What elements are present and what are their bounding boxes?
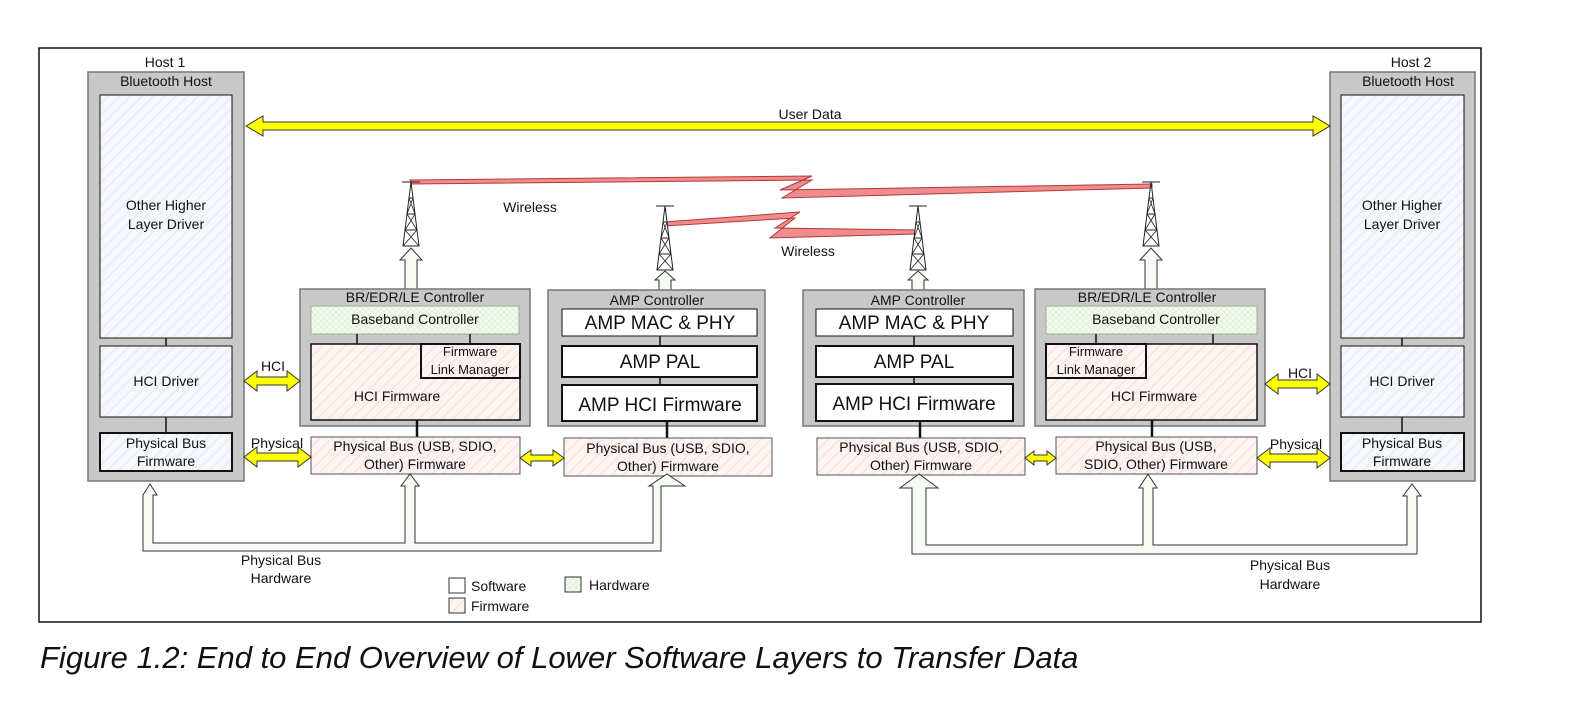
antenna-link-arrow bbox=[906, 270, 930, 292]
host1-hci-driver-label: HCI Driver bbox=[133, 373, 199, 389]
host1-bus-line1: Physical Bus bbox=[126, 435, 206, 451]
legend-software-swatch bbox=[448, 577, 466, 594]
hci-arrow-left bbox=[243, 369, 301, 393]
bredr-left-bus-line1: Physical Bus (USB, SDIO, bbox=[333, 438, 496, 454]
amp-right-title: AMP Controller bbox=[871, 292, 966, 308]
bredr-left-physical-bus bbox=[310, 436, 521, 475]
antenna-tower-icon bbox=[908, 205, 928, 271]
legend-firmware-swatch bbox=[448, 597, 466, 614]
physical-bus-hardware-left bbox=[142, 473, 687, 552]
physical-arrow-left bbox=[243, 445, 312, 469]
host1-title: Bluetooth Host bbox=[120, 73, 212, 89]
amp-left-mac-phy-label: AMP MAC & PHY bbox=[585, 313, 736, 334]
bredr-right-bus-line2: SDIO, Other) Firmware bbox=[1084, 456, 1228, 472]
host1-other-line2: Layer Driver bbox=[128, 216, 205, 232]
bredr-left-title: BR/EDR/LE Controller bbox=[346, 289, 485, 305]
physical-bus-hardware-right bbox=[898, 473, 1422, 555]
legend: Software Firmware Hardware bbox=[448, 576, 650, 614]
amp-left-physical-bus bbox=[563, 437, 773, 477]
bus-hw-left-line2: Hardware bbox=[251, 570, 312, 586]
hci-label-right: HCI bbox=[1288, 365, 1312, 381]
figure-caption: Figure 1.2: End to End Overview of Lower… bbox=[40, 640, 1079, 675]
wireless-label-2: Wireless bbox=[781, 243, 835, 259]
host1-bus-line2: Firmware bbox=[137, 453, 196, 469]
bredr-left-lm-line1: Firmware bbox=[443, 344, 497, 359]
amp-right-hci-firmware-label: AMP HCI Firmware bbox=[832, 394, 995, 415]
bus-link-arrow-right bbox=[1024, 449, 1057, 467]
bredr-right-baseband bbox=[1045, 305, 1258, 335]
amp-right-bus-line1: Physical Bus (USB, SDIO, bbox=[839, 439, 1002, 455]
bus-hw-left-line1: Physical Bus bbox=[241, 552, 321, 568]
legend-software-label: Software bbox=[471, 578, 526, 594]
bredr-left-baseband-label: Baseband Controller bbox=[351, 311, 479, 327]
amp-right-bus-line2: Other) Firmware bbox=[870, 457, 972, 473]
wireless-bolt-bredr bbox=[409, 175, 1153, 199]
amp-left-pal-label: AMP PAL bbox=[620, 352, 701, 373]
wireless-label-1: Wireless bbox=[503, 199, 557, 215]
bredr-right-link-manager bbox=[1045, 343, 1147, 379]
amp-left-title: AMP Controller bbox=[610, 292, 705, 308]
antenna-tower-icon bbox=[401, 181, 421, 247]
bredr-right-physical-bus bbox=[1055, 436, 1258, 475]
amp-left-bus-line1: Physical Bus (USB, SDIO, bbox=[586, 440, 749, 456]
host2-bus-line2: Firmware bbox=[1373, 453, 1432, 469]
figure-frame bbox=[38, 47, 1482, 623]
host2-other-line1: Other Higher bbox=[1362, 197, 1442, 213]
bredr-right-hci-firmware-label: HCI Firmware bbox=[1111, 388, 1198, 404]
host1-label: Host 1 bbox=[145, 54, 186, 70]
antenna-link-arrow bbox=[398, 247, 424, 291]
bredr-right-baseband-label: Baseband Controller bbox=[1092, 311, 1220, 327]
amp-left-bus-line2: Other) Firmware bbox=[617, 458, 719, 474]
host2-label: Host 2 bbox=[1391, 54, 1432, 70]
bredr-left-baseband bbox=[310, 305, 520, 335]
legend-firmware-label: Firmware bbox=[471, 598, 530, 614]
host2-other-layer-driver bbox=[1340, 94, 1465, 339]
wireless-bolt-amp bbox=[663, 211, 917, 239]
bredr-left-lm-line2: Link Manager bbox=[431, 362, 510, 377]
bredr-left-bus-line2: Other) Firmware bbox=[364, 456, 466, 472]
user-data-label: User Data bbox=[778, 106, 841, 122]
host2-title: Bluetooth Host bbox=[1362, 73, 1454, 89]
bredr-right-lm-line2: Link Manager bbox=[1057, 362, 1136, 377]
legend-hardware-swatch bbox=[564, 576, 582, 593]
amp-right-physical-bus bbox=[816, 437, 1026, 476]
antenna-link-arrow bbox=[653, 270, 677, 292]
bredr-right-lm-line1: Firmware bbox=[1069, 344, 1123, 359]
host1-other-line1: Other Higher bbox=[126, 197, 206, 213]
hci-label-left: HCI bbox=[261, 358, 285, 374]
physical-label-left: Physical bbox=[251, 435, 303, 451]
bus-link-arrow-left bbox=[519, 449, 565, 467]
host2-other-line2: Layer Driver bbox=[1364, 216, 1441, 232]
bredr-left-hci-firmware-label: HCI Firmware bbox=[354, 388, 441, 404]
bredr-right-bus-line1: Physical Bus (USB, bbox=[1095, 438, 1216, 454]
host2-physical-bus-firmware bbox=[1340, 432, 1465, 472]
host2-bus-line1: Physical Bus bbox=[1362, 435, 1442, 451]
amp-right-mac-phy bbox=[815, 308, 1014, 337]
host2-hci-driver-label: HCI Driver bbox=[1369, 373, 1435, 389]
user-data-arrow bbox=[245, 115, 1331, 137]
bus-hw-right-line2: Hardware bbox=[1260, 576, 1321, 592]
bus-hw-right-line1: Physical Bus bbox=[1250, 557, 1330, 573]
bredr-right-title: BR/EDR/LE Controller bbox=[1078, 289, 1217, 305]
antenna-tower-icon bbox=[655, 205, 675, 271]
physical-label-right: Physical bbox=[1270, 436, 1322, 452]
physical-arrow-right bbox=[1256, 446, 1331, 470]
antenna-tower-icon bbox=[1141, 181, 1161, 247]
hci-arrow-right bbox=[1264, 372, 1331, 396]
host1-other-layer-driver bbox=[99, 94, 233, 339]
amp-right-pal-label: AMP PAL bbox=[874, 352, 955, 373]
amp-right-hci-firmware bbox=[815, 383, 1014, 422]
amp-right-mac-phy-label: AMP MAC & PHY bbox=[839, 313, 990, 334]
legend-hardware-label: Hardware bbox=[589, 577, 650, 593]
amp-left-hci-firmware-label: AMP HCI Firmware bbox=[578, 395, 741, 416]
antenna-link-arrow bbox=[1138, 247, 1164, 291]
amp-right-pal bbox=[815, 345, 1014, 378]
amp-left-hci-firmware bbox=[561, 384, 758, 422]
